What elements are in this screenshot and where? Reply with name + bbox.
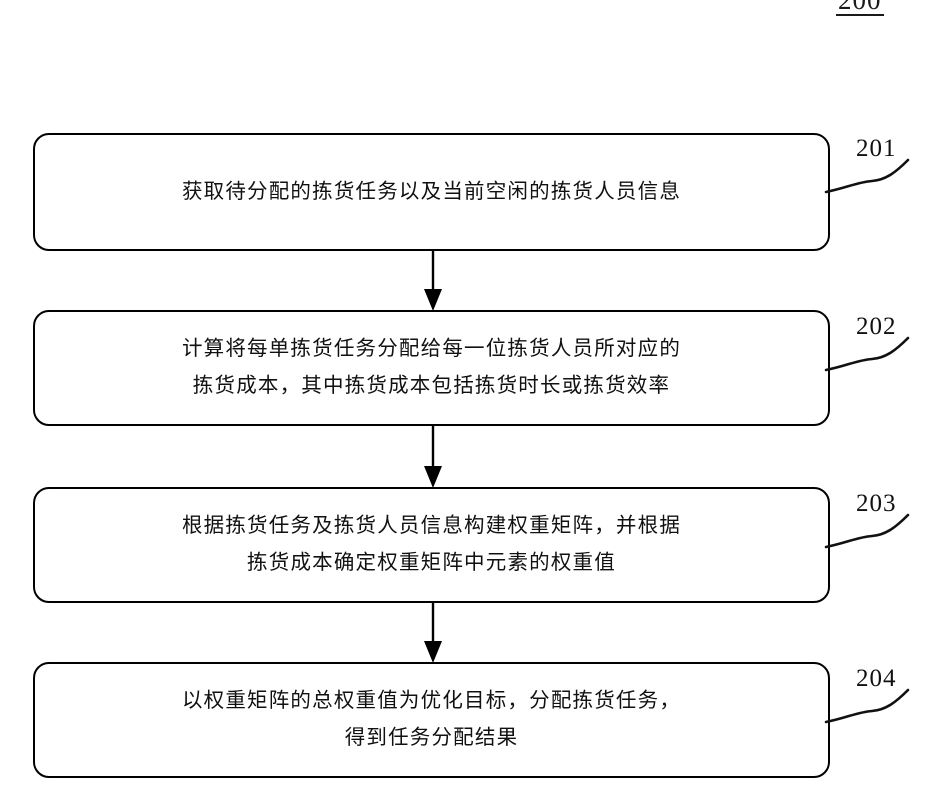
flow-arrow-202-to-203 xyxy=(412,424,454,489)
figure-number: 200 xyxy=(836,0,884,16)
flow-step-box-204: 以权重矩阵的总权重值为优化目标，分配拣货任务， 得到任务分配结果 xyxy=(33,662,830,778)
flow-step-text-201: 获取待分配的拣货任务以及当前空闲的拣货人员信息 xyxy=(181,180,682,203)
reference-leader-line-203 xyxy=(824,513,916,561)
flow-arrow-201-to-202 xyxy=(412,249,454,312)
flow-step-box-203: 根据拣货任务及拣货人员信息构建权重矩阵，并根据 拣货成本确定权重矩阵中元素的权重… xyxy=(33,487,830,603)
reference-number-203: 203 xyxy=(856,490,897,517)
reference-number-202: 202 xyxy=(856,313,897,340)
flow-step-box-202: 计算将每单拣货任务分配给每一位拣货人员所对应的 拣货成本，其中拣货成本包括拣货时… xyxy=(33,310,830,426)
flow-step-text-203: 根据拣货任务及拣货人员信息构建权重矩阵，并根据 拣货成本确定权重矩阵中元素的权重… xyxy=(181,515,682,574)
reference-leader-line-201 xyxy=(824,158,916,206)
reference-leader-line-202 xyxy=(824,336,916,384)
flow-step-box-201: 获取待分配的拣货任务以及当前空闲的拣货人员信息 xyxy=(33,133,830,251)
reference-number-204: 204 xyxy=(856,665,897,692)
flow-step-text-204: 以权重矩阵的总权重值为优化目标，分配拣货任务， 得到任务分配结果 xyxy=(181,690,682,749)
flow-step-text-202: 计算将每单拣货任务分配给每一位拣货人员所对应的 拣货成本，其中拣货成本包括拣货时… xyxy=(181,338,682,397)
reference-number-201: 201 xyxy=(856,135,897,162)
reference-leader-line-204 xyxy=(824,688,916,736)
flow-arrow-203-to-204 xyxy=(412,601,454,664)
